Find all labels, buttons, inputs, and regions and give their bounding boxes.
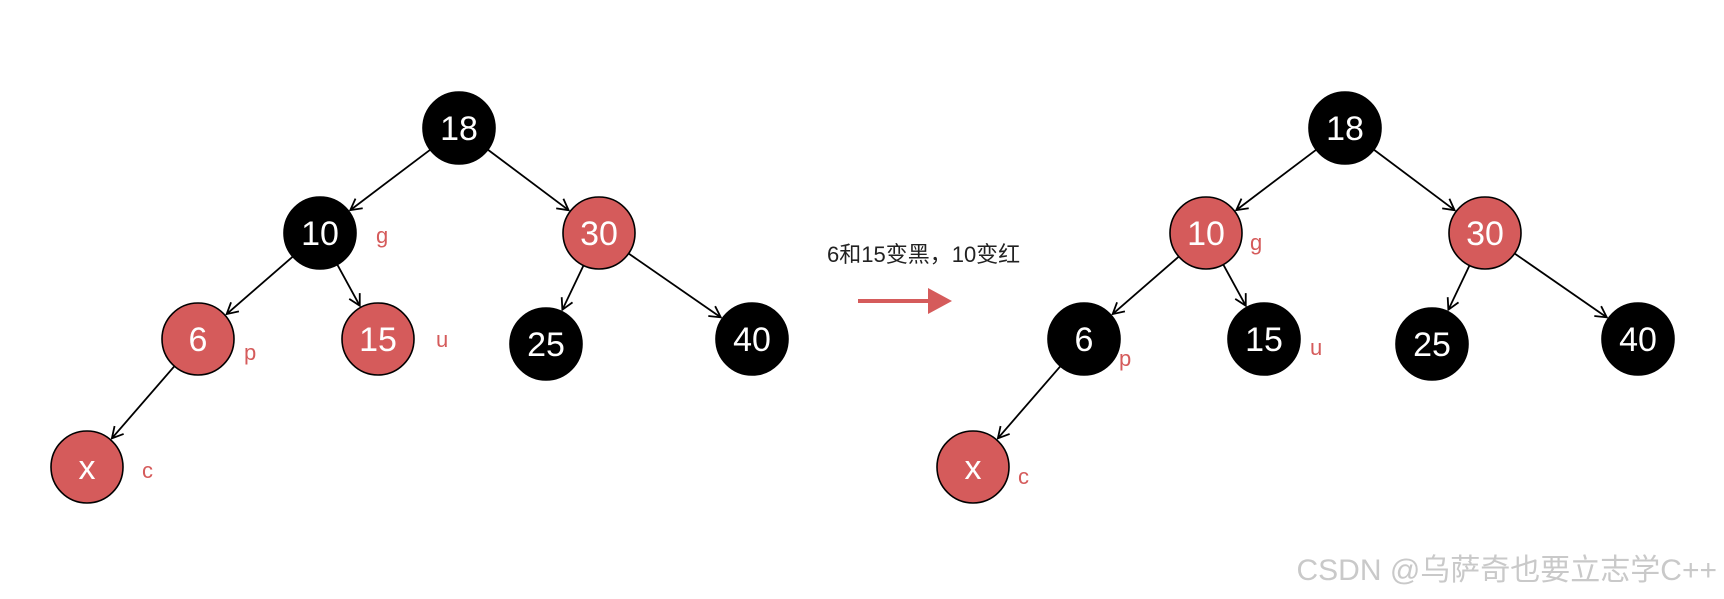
node-10-label: 10 [1187, 215, 1225, 253]
edge-n18-to-n10 [1234, 148, 1317, 212]
edge-n18-to-n30 [487, 148, 571, 212]
node-30-label: 30 [580, 215, 618, 253]
edge-n18-to-n30 [1373, 148, 1457, 212]
node-18-circle [1308, 91, 1382, 165]
edge-n30-to-n25 [1446, 265, 1471, 312]
node-6-tag: p [1119, 346, 1131, 371]
edge-n30-to-n40 [628, 252, 723, 319]
node-x-circle [936, 430, 1010, 504]
node-15-label: 15 [1245, 321, 1283, 359]
node-15-tag: u [436, 327, 448, 352]
edge-n10-to-n6 [225, 255, 294, 316]
node-15-circle [1227, 302, 1301, 376]
node-40-label: 40 [733, 321, 771, 359]
node-x-label: x [965, 449, 982, 487]
node-40-label: 40 [1619, 321, 1657, 359]
node-x-label: x [79, 449, 96, 487]
edge-n30-to-n40 [1514, 252, 1609, 319]
node-6-circle [161, 302, 235, 376]
node-30-circle [1448, 196, 1522, 270]
node-18-circle [422, 91, 496, 165]
transition-arrow [858, 288, 952, 314]
node-6-label: 6 [1075, 321, 1094, 359]
arrow-head [928, 288, 952, 314]
node-x-tag: c [1018, 464, 1029, 489]
node-40-circle [715, 302, 789, 376]
node-18-label: 18 [1326, 110, 1364, 148]
node-10-label: 10 [301, 215, 339, 253]
node-6-tag: p [244, 340, 256, 365]
edge-n18-to-n10 [348, 148, 431, 212]
node-10-tag: g [376, 223, 388, 248]
edge-n10-to-n15 [1222, 264, 1247, 308]
node-6-label: 6 [189, 321, 208, 359]
transition-caption: 6和15变黑，10变红 [827, 242, 1020, 267]
node-25-label: 25 [1413, 326, 1451, 364]
node-x-circle [50, 430, 124, 504]
node-x-tag: c [142, 458, 153, 483]
node-25-label: 25 [527, 326, 565, 364]
node-25-circle [1395, 307, 1469, 381]
node-40-circle [1601, 302, 1675, 376]
node-10-circle [1169, 196, 1243, 270]
node-6-circle [1047, 302, 1121, 376]
node-15-circle [341, 302, 415, 376]
edge-n6-to-nx [110, 365, 176, 440]
node-18-label: 18 [440, 110, 478, 148]
watermark: CSDN @乌萨奇也要立志学C++ [1297, 554, 1718, 587]
node-25-circle [509, 307, 583, 381]
node-30-label: 30 [1466, 215, 1504, 253]
node-10-circle [283, 196, 357, 270]
edge-n6-to-nx [996, 365, 1062, 440]
edge-n30-to-n25 [560, 265, 585, 312]
node-10-tag: g [1250, 230, 1262, 255]
node-30-circle [562, 196, 636, 270]
edge-n10-to-n6 [1111, 255, 1180, 316]
tree-before: 18 10 g 30 6 p 15 u 25 40 x c [50, 91, 789, 504]
node-15-label: 15 [359, 321, 397, 359]
edge-n10-to-n15 [336, 264, 361, 308]
node-15-tag: u [1310, 335, 1322, 360]
